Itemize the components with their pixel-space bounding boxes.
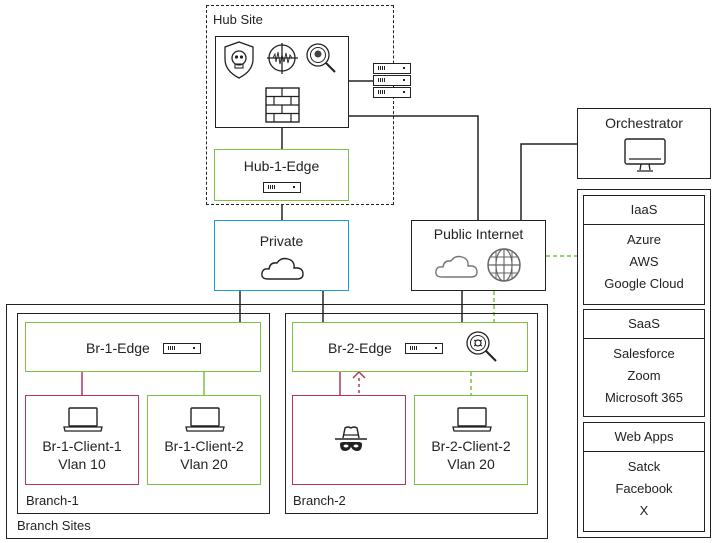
hub-site-container: Hub Site xyxy=(206,5,394,205)
link-orchestrator-to-public-internet xyxy=(520,143,577,220)
firewall-icon xyxy=(265,87,300,123)
hub-1-edge-label: Hub-1-Edge xyxy=(243,158,320,174)
cloud-icon xyxy=(261,257,304,280)
edge-device-icon xyxy=(163,343,201,354)
service-item: Microsoft 365 xyxy=(604,390,684,405)
br-1-edge[interactable]: Br-1-Edge xyxy=(25,322,261,372)
service-group-web-apps[interactable]: Web Apps Satck Facebook X xyxy=(583,422,705,532)
incognito-spy-icon xyxy=(335,426,367,451)
client-vlan: Vlan 10 xyxy=(58,456,106,472)
br-1-client-1[interactable]: Br-1-Client-1 Vlan 10 xyxy=(25,395,139,485)
crosshair-icon xyxy=(267,43,298,74)
server-stack-icon xyxy=(373,63,413,99)
laptop-icon xyxy=(63,407,103,432)
br-2-client-2[interactable]: Br-2-Client-2 Vlan 20 xyxy=(414,395,528,485)
service-item: Zoom xyxy=(627,368,661,383)
shield-skull-icon xyxy=(224,41,254,79)
branch-sites-container: Branch Sites xyxy=(6,304,548,539)
cloud-icon xyxy=(435,255,478,278)
monitor-icon xyxy=(624,138,666,172)
service-item: Facebook xyxy=(615,481,673,496)
link-hub-to-public-internet xyxy=(348,115,479,220)
branch-sites-label: Branch Sites xyxy=(17,518,91,533)
laptop-icon xyxy=(452,407,492,432)
branch-1-label: Branch-1 xyxy=(26,493,79,508)
service-item: X xyxy=(639,503,649,518)
service-group-saas[interactable]: SaaS Salesforce Zoom Microsoft 365 xyxy=(583,309,705,417)
orchestrator-label: Orchestrator xyxy=(605,115,683,131)
client-name: Br-1-Client-1 xyxy=(42,438,122,454)
branch-2-container: Branch-2 xyxy=(285,313,538,514)
br-1-edge-label: Br-1-Edge xyxy=(86,340,150,356)
service-group-iaas[interactable]: IaaS Azure AWS Google Cloud xyxy=(583,195,705,305)
magnifier-skull-icon xyxy=(306,43,336,73)
private-label: Private xyxy=(259,233,304,249)
service-item: Azure xyxy=(627,232,661,247)
public-internet[interactable]: Public Internet xyxy=(411,220,546,291)
br-2-edge-label: Br-2-Edge xyxy=(328,340,392,356)
service-item: Satck xyxy=(627,459,661,474)
edge-device-icon xyxy=(405,343,443,354)
private-network[interactable]: Private xyxy=(214,220,349,291)
branch-2-label: Branch-2 xyxy=(293,493,346,508)
laptop-icon xyxy=(185,407,225,432)
service-group-title: IaaS xyxy=(584,196,704,225)
globe-icon xyxy=(487,248,521,282)
service-group-title: SaaS xyxy=(584,310,704,339)
br-1-client-2[interactable]: Br-1-Client-2 Vlan 20 xyxy=(147,395,261,485)
orchestrator[interactable]: Orchestrator xyxy=(577,108,711,179)
service-item: AWS xyxy=(629,254,659,269)
client-name: Br-1-Client-2 xyxy=(164,438,244,454)
edge-device-icon xyxy=(263,182,301,193)
hub-security-box[interactable] xyxy=(215,36,349,128)
bug-magnifier-icon xyxy=(466,331,497,362)
hub-site-label: Hub Site xyxy=(213,12,263,27)
branch-1-container: Branch-1 xyxy=(17,313,270,514)
service-item: Google Cloud xyxy=(604,276,684,291)
client-vlan: Vlan 20 xyxy=(180,456,228,472)
client-name: Br-2-Client-2 xyxy=(431,438,511,454)
service-item: Salesforce xyxy=(613,346,675,361)
hub-1-edge[interactable]: Hub-1-Edge xyxy=(214,149,349,201)
public-internet-label: Public Internet xyxy=(433,226,524,242)
client-vlan: Vlan 20 xyxy=(447,456,495,472)
br-2-edge[interactable]: Br-2-Edge xyxy=(292,322,528,372)
attacker-host[interactable] xyxy=(292,395,406,485)
service-group-title: Web Apps xyxy=(584,423,704,452)
